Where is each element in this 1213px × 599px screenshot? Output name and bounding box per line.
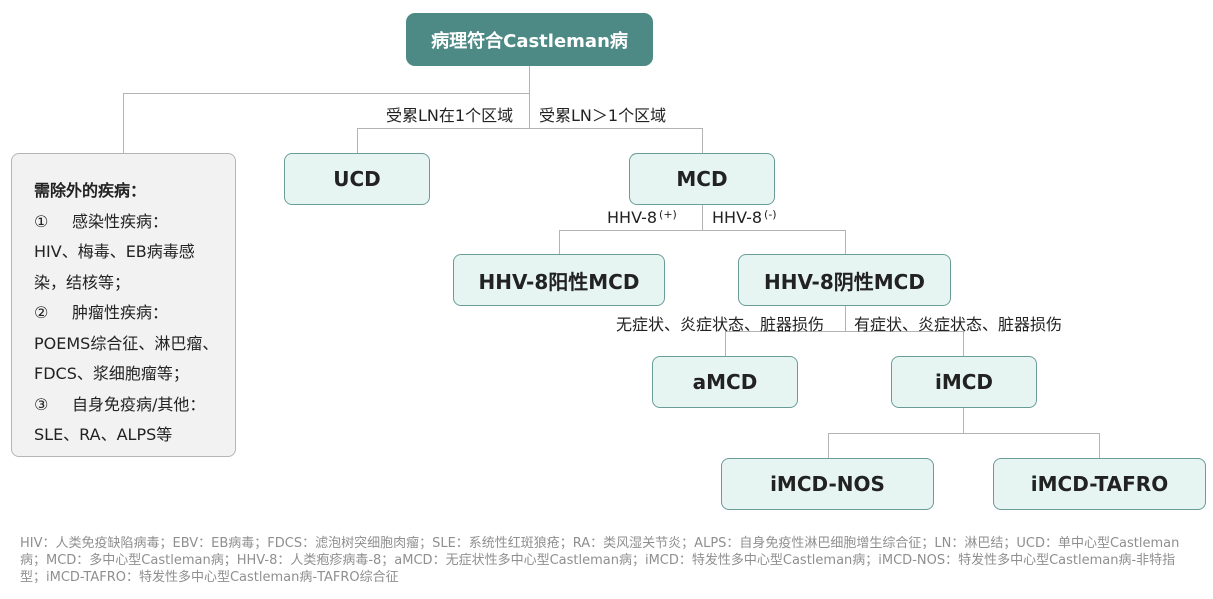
- category-number: ②: [34, 303, 49, 322]
- imcd-node-label: iMCD: [934, 370, 994, 394]
- exclusion-category-tumor: ② 肿瘤性疾病：: [34, 298, 225, 329]
- edge-label-ln-multi: 受累LN＞1个区域: [539, 106, 667, 125]
- category-name: 感染性疾病：: [72, 211, 169, 231]
- ucd-node-label: UCD: [333, 167, 381, 191]
- hhv8-positive-mcd-label: HHV-8阳性MCD: [478, 269, 640, 294]
- category-name: 肿瘤性疾病：: [72, 303, 169, 322]
- exclusion-item: 染，结核等；: [34, 272, 131, 292]
- imcd-nos-node: iMCD-NOS: [721, 458, 934, 510]
- edge-label-hhv8-neg-text: HHV-8: [712, 208, 763, 227]
- connector-ucd-mcd: [357, 128, 703, 153]
- exclusion-panel: 需除外的疾病： ① 感染性疾病： HIV、梅毒、EB病毒感 染，结核等； ② 肿瘤性…: [11, 153, 236, 457]
- edge-label-symptom: 有症状、炎症状态、脏器损伤: [854, 315, 1063, 334]
- connector-exclusion: [123, 93, 530, 153]
- connector-nos-tafro: [828, 433, 1100, 458]
- imcd-nos-node-label: iMCD-NOS: [770, 472, 885, 496]
- edge-label-hhv8-neg-sign: (-): [764, 208, 777, 221]
- category-number: ③: [34, 394, 49, 414]
- edge-label-ln-one: 受累LN在1个区域: [386, 106, 514, 125]
- root-node-label: 病理符合Castleman病: [431, 30, 628, 52]
- imcd-node: iMCD: [891, 356, 1037, 408]
- imcd-tafro-node-label: iMCD-TAFRO: [1030, 472, 1169, 496]
- exclusion-category-autoimmune: ③ 自身免疫病/其他：: [34, 390, 225, 421]
- ucd-node: UCD: [284, 153, 430, 205]
- amcd-node: aMCD: [652, 356, 798, 408]
- mcd-node: MCD: [629, 153, 775, 205]
- edge-label-hhv8-neg: HHV-8(-): [712, 208, 777, 227]
- abbreviation-footnote: HIV：人类免疫缺陷病毒；EBV：EB病毒；FDCS：滤泡树突细胞肉瘤；SLE：…: [20, 536, 1180, 585]
- hhv8-negative-mcd-label: HHV-8阴性MCD: [764, 269, 925, 294]
- edge-label-no-symptom: 无症状、炎症状态、脏器损伤: [616, 315, 825, 334]
- edge-label-hhv8-pos-sign: (+): [659, 208, 677, 221]
- exclusion-item: HIV、梅毒、EB病毒感: [34, 242, 195, 261]
- exclusion-category-infection: ① 感染性疾病：: [34, 207, 225, 238]
- root-node: 病理符合Castleman病: [406, 13, 653, 66]
- mcd-node-label: MCD: [676, 167, 728, 191]
- exclusion-title: 需除外的疾病：: [34, 181, 147, 200]
- category-name: 自身免疫病/其他：: [72, 394, 206, 414]
- connector-hhv8-split: [559, 230, 846, 254]
- edge-label-hhv8-pos-text: HHV-8: [607, 208, 658, 227]
- connector-amcd-imcd: [725, 331, 964, 356]
- imcd-tafro-node: iMCD-TAFRO: [993, 458, 1206, 510]
- hhv8-negative-mcd-node: HHV-8阴性MCD: [738, 254, 951, 306]
- hhv8-positive-mcd-node: HHV-8阳性MCD: [453, 254, 665, 306]
- category-number: ①: [34, 211, 49, 231]
- exclusion-item: FDCS、浆细胞瘤等；: [34, 364, 189, 383]
- amcd-node-label: aMCD: [692, 370, 758, 394]
- edge-label-hhv8-pos: HHV-8(+): [607, 208, 677, 227]
- exclusion-item: SLE、RA、ALPS等: [34, 425, 173, 444]
- exclusion-item: POEMS综合征、淋巴瘤、: [34, 333, 219, 353]
